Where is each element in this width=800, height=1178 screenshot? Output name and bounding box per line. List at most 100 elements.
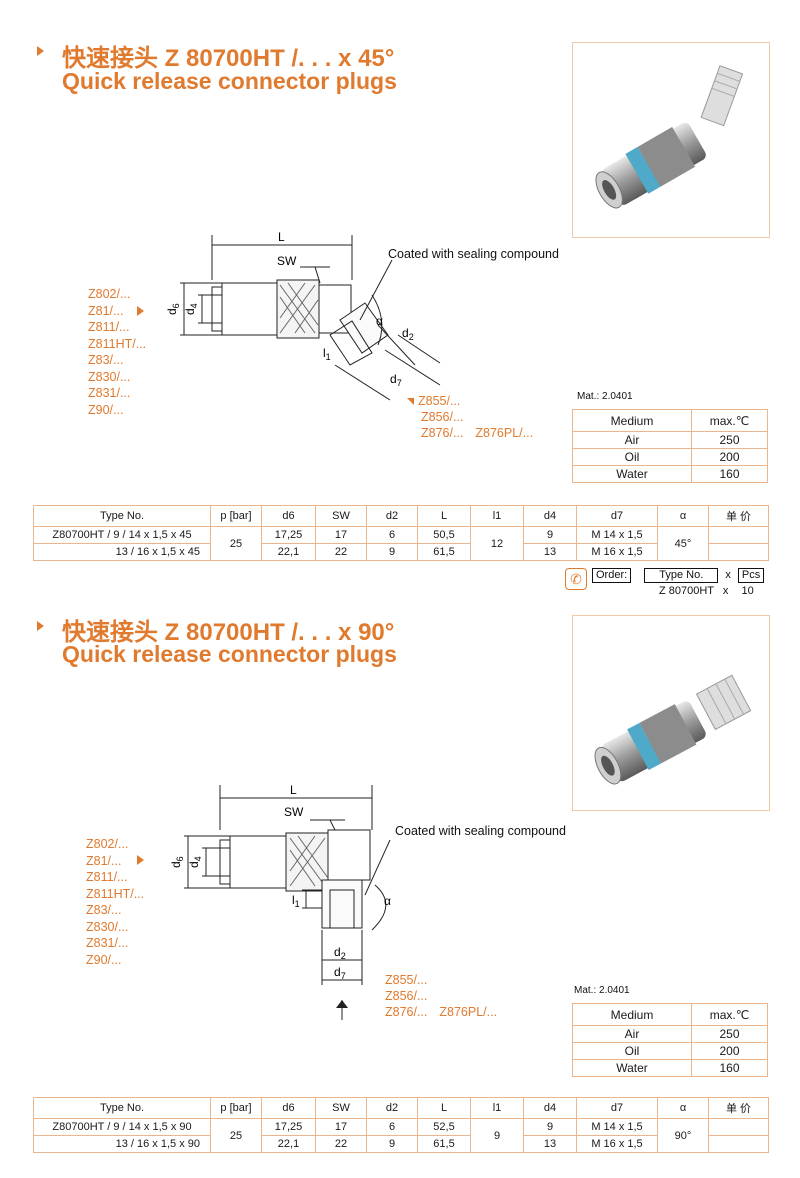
- table-cell: Air: [572, 431, 692, 449]
- table-cell: 12: [470, 526, 524, 561]
- table-cell: 250: [691, 1025, 768, 1043]
- table-cell: 250: [691, 431, 768, 449]
- table-header-cell: d6: [261, 1097, 316, 1119]
- table-cell: Water: [572, 1059, 692, 1077]
- section1-title-en: Quick release connector plugs: [62, 68, 397, 94]
- table-cell: 52,5: [417, 1118, 471, 1136]
- table-header-cell: l1: [470, 505, 524, 527]
- table-header-cell: 单 价: [708, 505, 769, 527]
- series-item: Z81/...: [86, 853, 122, 868]
- series-item: Z83/...: [86, 903, 122, 917]
- section1-bullet-icon: [37, 46, 44, 56]
- series-item: Z802/...: [86, 837, 129, 851]
- table-row: Z80700HT / 9 / 14 x 1,5 x 90 25 17,25 17…: [33, 1118, 769, 1153]
- sub-series-item: Z876PL/...: [439, 1005, 498, 1019]
- table-cell: 9: [470, 1118, 524, 1153]
- series-item: Z831/...: [88, 386, 131, 400]
- table-header-row: Medium max.℃: [572, 1003, 768, 1026]
- table-header-cell: SW: [315, 1097, 367, 1119]
- section2-bullet-icon: [37, 621, 44, 631]
- dim-L-label: L: [278, 230, 285, 244]
- sub-series-item: Z855/...: [385, 973, 428, 987]
- table-cell: 22,1: [261, 1135, 316, 1153]
- section2-technical-drawing: L SW d6 d4 l1 d2 d7 α: [169, 783, 391, 1020]
- dim-SW-label: SW: [277, 254, 297, 268]
- table-cell: 9: [366, 1135, 418, 1153]
- table-header-cell: L: [417, 1097, 471, 1119]
- table-cell: 17,25: [261, 526, 316, 544]
- table-cell: [708, 1135, 769, 1153]
- table-cell: 25: [210, 1118, 262, 1153]
- order-example: Z 80700HT x 10: [659, 585, 754, 597]
- section2-product-photo: [572, 615, 770, 811]
- series-item: Z811/...: [88, 320, 130, 334]
- table-cell: 45°: [657, 526, 709, 561]
- section2-title-en: Quick release connector plugs: [62, 641, 397, 667]
- table-cell: 160: [691, 1059, 768, 1077]
- table-row: 13 / 16 x 1,5 x 45 22,1 22 9 61,5 13 M 1…: [33, 543, 769, 561]
- section2-title-cn: 快速接头 Z 80700HT /. . . x 90°: [62, 619, 395, 646]
- table-header-cell: p [bar]: [210, 505, 262, 527]
- section1-material: Mat.: 2.0401: [577, 391, 633, 402]
- dim-d2-label: d2: [334, 945, 346, 961]
- table-cell: Z80700HT / 9 / 14 x 1,5 x 45: [33, 526, 211, 544]
- table-header-cell: d4: [523, 1097, 577, 1119]
- order-x2: x: [722, 585, 729, 597]
- order-label: Order:: [592, 568, 632, 583]
- table-cell: 6: [366, 1118, 418, 1136]
- table-cell: 61,5: [417, 1135, 471, 1153]
- order-pcs-label: Pcs: [737, 568, 765, 583]
- table-cell: 22,1: [261, 543, 316, 561]
- table-cell: 9: [366, 543, 418, 561]
- table-header-cell: d2: [366, 1097, 418, 1119]
- table-cell: 13 / 16 x 1,5 x 45: [33, 543, 211, 561]
- section1-series-arrow-icon: [137, 306, 144, 316]
- table-cell: 13: [523, 1135, 577, 1153]
- table-cell: Z80700HT / 9 / 14 x 1,5 x 90: [33, 1118, 211, 1136]
- section1-coated-label: Coated with sealing compound: [388, 247, 559, 261]
- table-cell: Air: [572, 1025, 692, 1043]
- section2-series-list: Z802/... Z81/... Z811/... Z811HT/... Z83…: [86, 836, 144, 968]
- series-item: Z802/...: [88, 287, 131, 301]
- sub-series-item: Z856/...: [421, 410, 464, 424]
- sub-series-item: Z856/...: [385, 989, 428, 1003]
- dim-alpha-label: α: [384, 894, 391, 908]
- table-header-cell: l1: [470, 1097, 524, 1119]
- sub-series-item: Z876/...: [421, 426, 464, 440]
- dim-d7-label: d7: [334, 965, 346, 981]
- table-header-cell: Medium: [572, 409, 692, 432]
- dim-d4-label: d4: [187, 856, 203, 868]
- section1-technical-drawing: L SW d6 d4 l1 d2 d7 α: [165, 230, 441, 401]
- table-header-cell: L: [417, 505, 471, 527]
- series-item: Z90/...: [88, 402, 124, 417]
- table-cell: 200: [691, 1042, 768, 1060]
- table-header-cell: 单 价: [708, 1097, 769, 1119]
- order-qty: 10: [741, 585, 754, 597]
- dim-SW-label: SW: [284, 805, 304, 819]
- order-phone-icon[interactable]: ✆: [565, 568, 587, 590]
- series-item: Z831/...: [86, 936, 129, 950]
- table-header-cell: d2: [366, 505, 418, 527]
- table-cell: 13 / 16 x 1,5 x 90: [33, 1135, 211, 1153]
- table-cell: M 14 x 1,5: [576, 526, 658, 544]
- table-header-row: Type No. p [bar] d6 SW d2 L l1 d4 d7 α 单…: [33, 505, 769, 527]
- section2-coated-label: Coated with sealing compound: [395, 824, 566, 838]
- table-header-cell: d6: [261, 505, 316, 527]
- dim-d6-label: d6: [169, 856, 185, 868]
- dim-d7-label: d7: [390, 372, 402, 388]
- series-item: Z811HT/...: [86, 886, 145, 901]
- table-header-cell: α: [657, 505, 709, 527]
- table-cell: [708, 1118, 769, 1136]
- table-header-cell: p [bar]: [210, 1097, 262, 1119]
- connector-90-photo-image: [594, 674, 752, 785]
- dim-l1-label: l1: [292, 893, 300, 909]
- sub-series-arrow-icon: [407, 398, 414, 405]
- sub-series-item: Z876PL/...: [475, 426, 534, 440]
- table-cell: 50,5: [417, 526, 471, 544]
- dim-alpha-label: α: [376, 314, 383, 328]
- section2-series-arrow-icon: [137, 855, 144, 865]
